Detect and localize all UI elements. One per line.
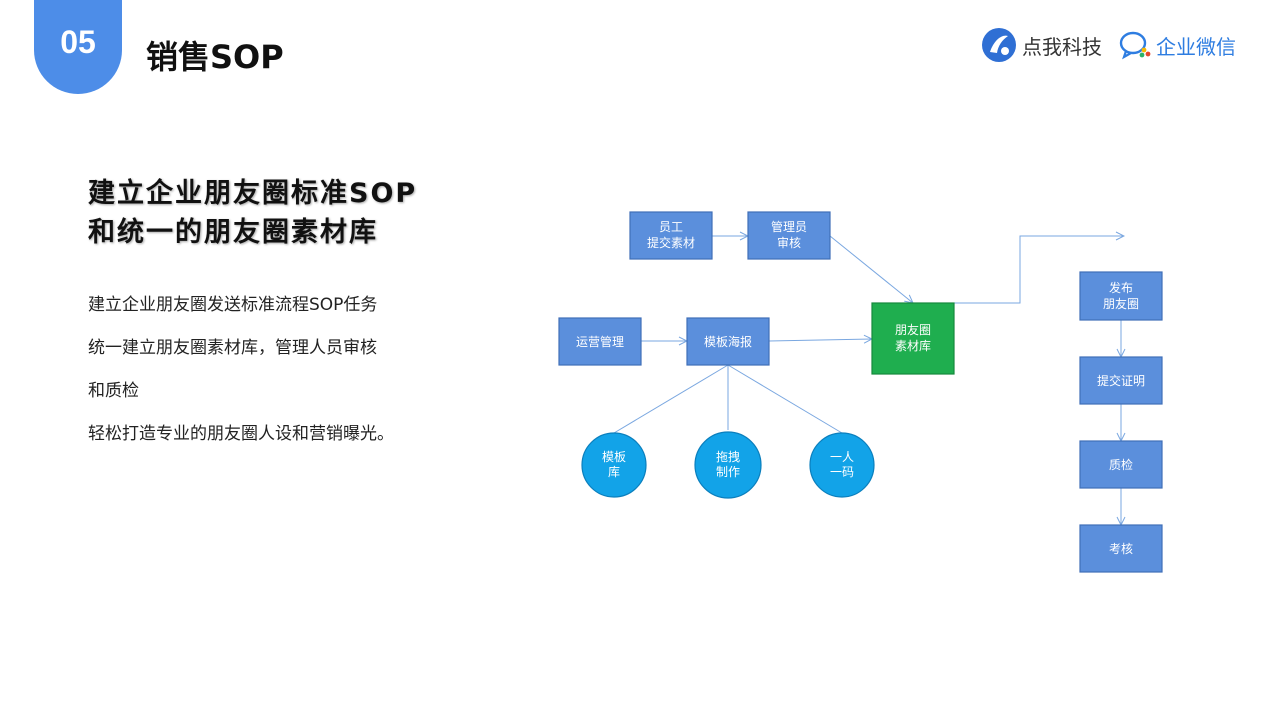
- node-label: 朋友圈: [895, 323, 931, 337]
- node-publish: 发布 朋友圈: [1079, 271, 1163, 321]
- description-line: 和质检: [88, 381, 139, 401]
- node-label: 一码: [830, 465, 854, 479]
- node-label: 员工: [659, 220, 683, 234]
- edge-library-to-publish: [954, 236, 1124, 304]
- heading-line-1: 建立企业朋友圈标准SOP: [88, 178, 418, 209]
- node-label: 提交素材: [647, 235, 695, 250]
- node-drag-make: 拖拽 制作: [694, 431, 762, 499]
- section-heading: 建立企业朋友圈标准SOP 和统一的朋友圈素材库: [88, 174, 508, 252]
- node-assessment: 考核: [1079, 524, 1163, 573]
- node-admin-review: 管理员 审核: [747, 211, 831, 260]
- node-material-library: 朋友圈 素材库: [871, 302, 955, 375]
- node-label: 一人: [830, 450, 854, 464]
- wecom-logo-icon: [1119, 31, 1151, 60]
- section-number-badge: 05: [34, 0, 122, 94]
- section-number: 05: [60, 24, 96, 60]
- dianwo-logo-icon: [982, 28, 1016, 62]
- node-label: 运营管理: [576, 334, 624, 349]
- node-label: 考核: [1109, 542, 1133, 556]
- description-line: 轻松打造专业的朋友圈人设和营销曝光。: [88, 424, 394, 444]
- node-label: 发布: [1109, 280, 1133, 295]
- edge-admin-to-library: [829, 235, 913, 303]
- dianwo-logo-text: 点我科技: [1022, 34, 1102, 59]
- dianwo-logo: 点我科技: [980, 26, 1102, 64]
- description-line: 统一建立朋友圈素材库，管理人员审核: [88, 338, 377, 358]
- node-label: 审核: [777, 235, 801, 250]
- edge-template-to-templatelib: [613, 364, 729, 434]
- description: 建立企业朋友圈发送标准流程SOP任务 统一建立朋友圈素材库，管理人员审核 和质检…: [88, 284, 488, 456]
- brand-logos: 点我科技 企业微信: [980, 25, 1236, 65]
- node-label: 制作: [716, 465, 740, 479]
- node-label: 管理员: [771, 219, 807, 234]
- node-label: 模板: [602, 450, 626, 464]
- node-label: 素材库: [895, 338, 931, 353]
- edge-template-to-library: [768, 339, 872, 341]
- wecom-logo-text: 企业微信: [1156, 34, 1236, 59]
- node-label: 拖拽: [716, 450, 740, 464]
- page-title: 销售SOP: [146, 38, 284, 76]
- node-label: 模板海报: [704, 334, 752, 349]
- node-template-poster: 模板海报: [686, 317, 770, 366]
- node-label: 库: [608, 464, 620, 479]
- heading-line-2: 和统一的朋友圈素材库: [88, 217, 378, 248]
- node-label: 质检: [1109, 457, 1133, 472]
- node-employee-submit: 员工 提交素材: [629, 211, 713, 260]
- description-line: 建立企业朋友圈发送标准流程SOP任务: [88, 295, 378, 315]
- node-one-code: 一人 一码: [809, 432, 875, 498]
- node-template-library: 模板 库: [581, 432, 647, 498]
- wecom-logo: 企业微信: [1118, 30, 1236, 60]
- node-submit-proof: 提交证明: [1079, 356, 1163, 405]
- edge-template-to-onecode: [727, 364, 843, 434]
- node-label: 朋友圈: [1103, 297, 1139, 311]
- node-label: 提交证明: [1097, 373, 1145, 388]
- node-ops-manage: 运营管理: [558, 317, 642, 366]
- node-quality-check: 质检: [1079, 440, 1163, 489]
